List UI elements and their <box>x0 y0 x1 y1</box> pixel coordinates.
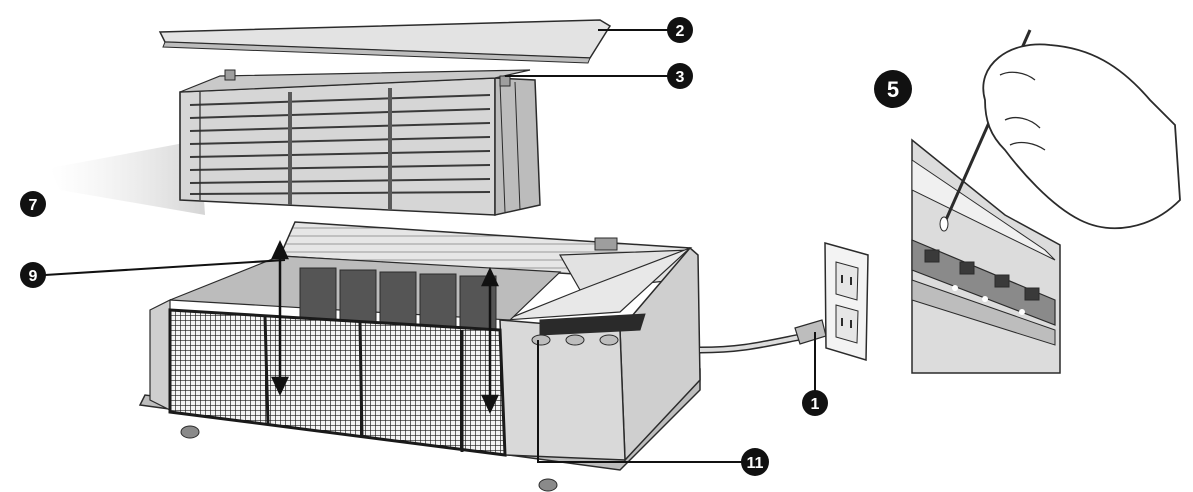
callout-1: 1 <box>802 390 828 416</box>
purifier-housing <box>138 221 701 492</box>
callout-7: 7 <box>20 191 46 217</box>
svg-text:2: 2 <box>676 23 685 40</box>
callout-9: 9 <box>20 262 46 288</box>
callout-11: 11 <box>741 448 769 476</box>
callout-3: 3 <box>667 63 693 89</box>
svg-text:1: 1 <box>811 396 820 413</box>
collector-shadow <box>50 140 205 215</box>
svg-text:11: 11 <box>747 455 764 472</box>
callout-5: 5 <box>874 70 912 108</box>
svg-text:9: 9 <box>29 268 38 285</box>
svg-text:3: 3 <box>676 69 685 86</box>
leader-lines <box>44 29 816 463</box>
pre-filter-panel <box>158 19 612 64</box>
power-cord <box>699 319 827 354</box>
wall-outlet <box>824 242 869 362</box>
cleaning-inset <box>911 29 1181 374</box>
callout-2: 2 <box>667 17 693 43</box>
svg-text:7: 7 <box>29 197 38 214</box>
collector-cell <box>179 69 541 216</box>
direction-arrows <box>271 240 499 414</box>
svg-text:5: 5 <box>887 77 899 102</box>
